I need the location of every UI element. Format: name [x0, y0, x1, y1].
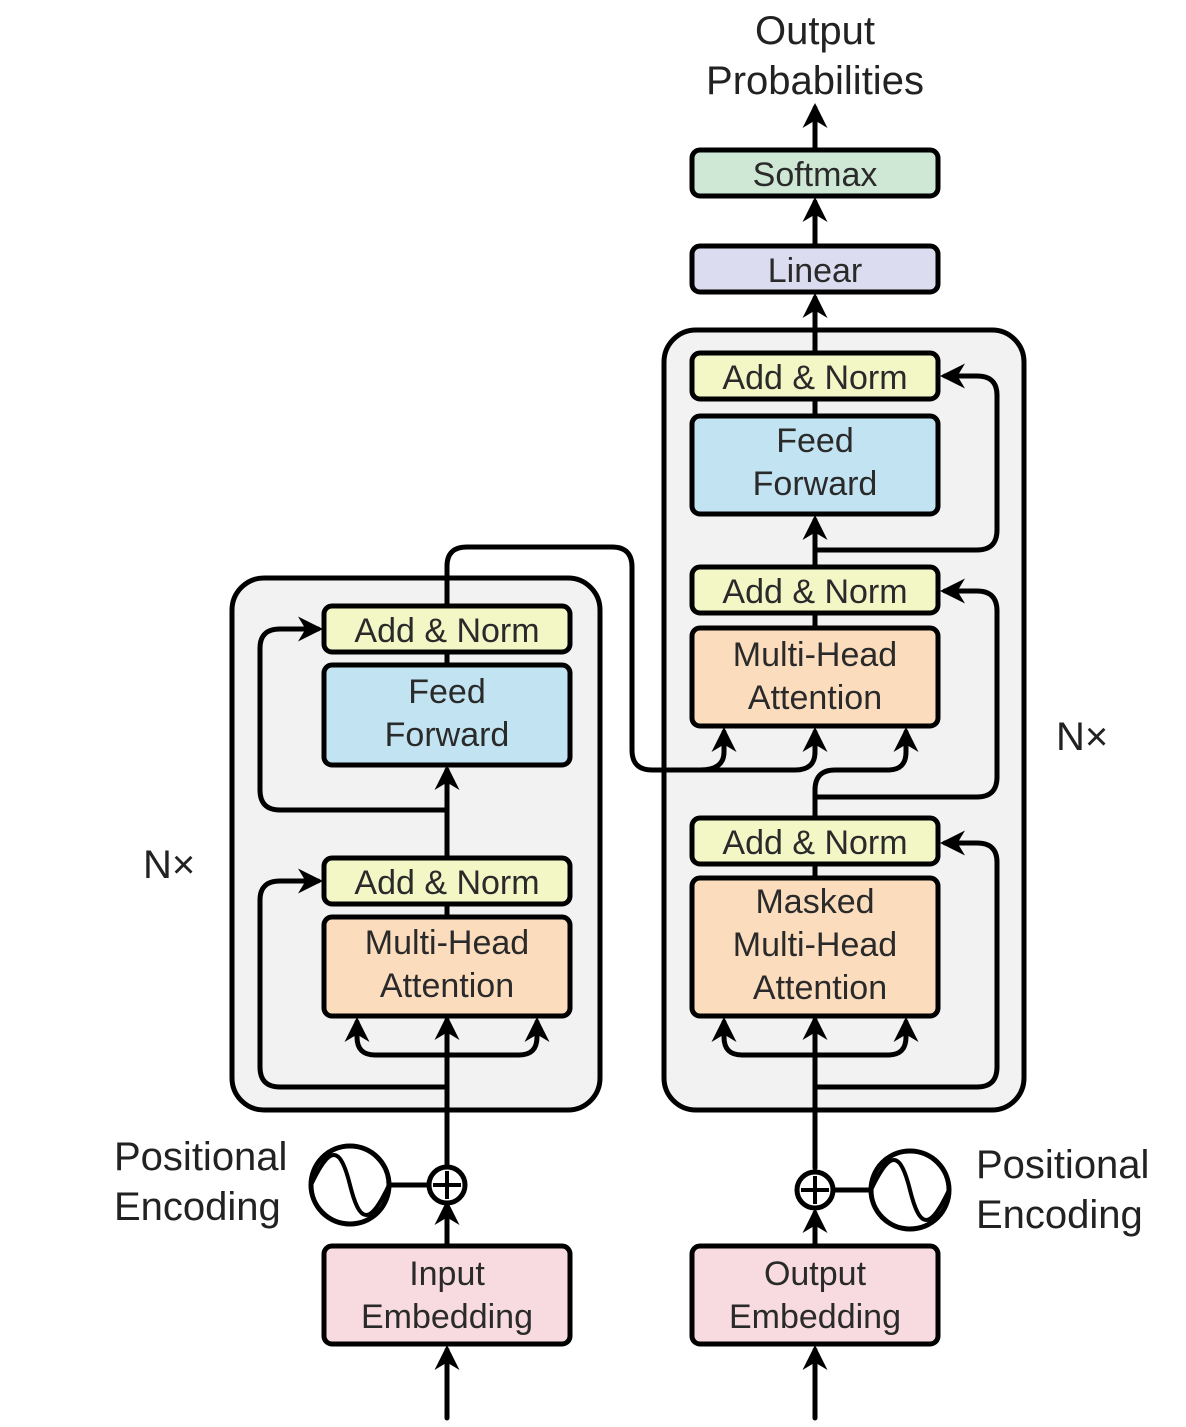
decoder-add-norm-mid: Add & Norm	[689, 564, 941, 616]
attention-label-line1: Multi-Head	[733, 636, 897, 674]
feed-forward-label-line2: Forward	[385, 716, 510, 754]
encoder-wires	[257, 544, 828, 1421]
output-probabilities-line2: Probabilities	[706, 59, 924, 103]
output-probabilities-line1: Output	[755, 9, 875, 53]
encoder-stack	[229, 575, 603, 1113]
add-norm-label: Add & Norm	[722, 824, 907, 862]
output-embedding: Output Embedding	[689, 1243, 941, 1347]
masked-attention-label-line1: Masked	[755, 883, 874, 921]
masked-attention-label-line2: Multi-Head	[733, 926, 897, 964]
decoder-positional-encoding: Positional Encoding	[794, 1143, 1149, 1237]
input-embedding: Input Embedding	[321, 1243, 573, 1347]
feed-forward-label-line2: Forward	[753, 465, 878, 503]
output-embedding-label-line2: Embedding	[729, 1298, 901, 1336]
add-norm-label: Add & Norm	[722, 573, 907, 611]
encoder-positional-encoding: Positional Encoding	[114, 1135, 468, 1229]
output-embedding-label-line1: Output	[764, 1255, 867, 1293]
softmax-label: Softmax	[753, 156, 878, 194]
encoder-add-norm-bottom: Add & Norm	[321, 855, 573, 907]
decoder-wires	[711, 103, 1000, 1421]
positional-encoding-label-line2: Encoding	[976, 1193, 1143, 1237]
positional-encoding-label-line2: Encoding	[114, 1185, 281, 1229]
linear-block: Linear	[689, 243, 941, 295]
encoder-add-norm-top: Add & Norm	[321, 603, 573, 655]
decoder-add-norm-top: Add & Norm	[689, 350, 941, 402]
softmax-block: Softmax	[689, 147, 941, 199]
feed-forward-label-line1: Feed	[776, 422, 854, 460]
input-embedding-label-line2: Embedding	[361, 1298, 533, 1336]
attention-label-line2: Attention	[748, 679, 882, 717]
encoder-repeat-label: N×	[143, 843, 195, 887]
masked-attention-label-line3: Attention	[753, 969, 887, 1007]
attention-label-line1: Multi-Head	[365, 924, 529, 962]
attention-label-line2: Attention	[380, 967, 514, 1005]
decoder-feed-forward: Feed Forward	[689, 413, 941, 517]
encoder-feed-forward: Feed Forward	[321, 662, 573, 768]
feed-forward-label-line1: Feed	[408, 673, 486, 711]
input-embedding-label-line1: Input	[409, 1255, 485, 1293]
positional-encoding-label-line1: Positional	[976, 1143, 1149, 1187]
encoder-attention: Multi-Head Attention	[321, 914, 573, 1019]
decoder-masked-attention: Masked Multi-Head Attention	[689, 875, 941, 1019]
decoder-repeat-label: N×	[1056, 715, 1108, 759]
positional-encoding-label-line1: Positional	[114, 1135, 287, 1179]
add-norm-label: Add & Norm	[354, 864, 539, 902]
decoder-add-norm-bottom: Add & Norm	[689, 815, 941, 867]
linear-label: Linear	[768, 252, 863, 290]
add-norm-label: Add & Norm	[722, 359, 907, 397]
add-norm-label: Add & Norm	[354, 612, 539, 650]
decoder-cross-attention: Multi-Head Attention	[689, 625, 941, 729]
